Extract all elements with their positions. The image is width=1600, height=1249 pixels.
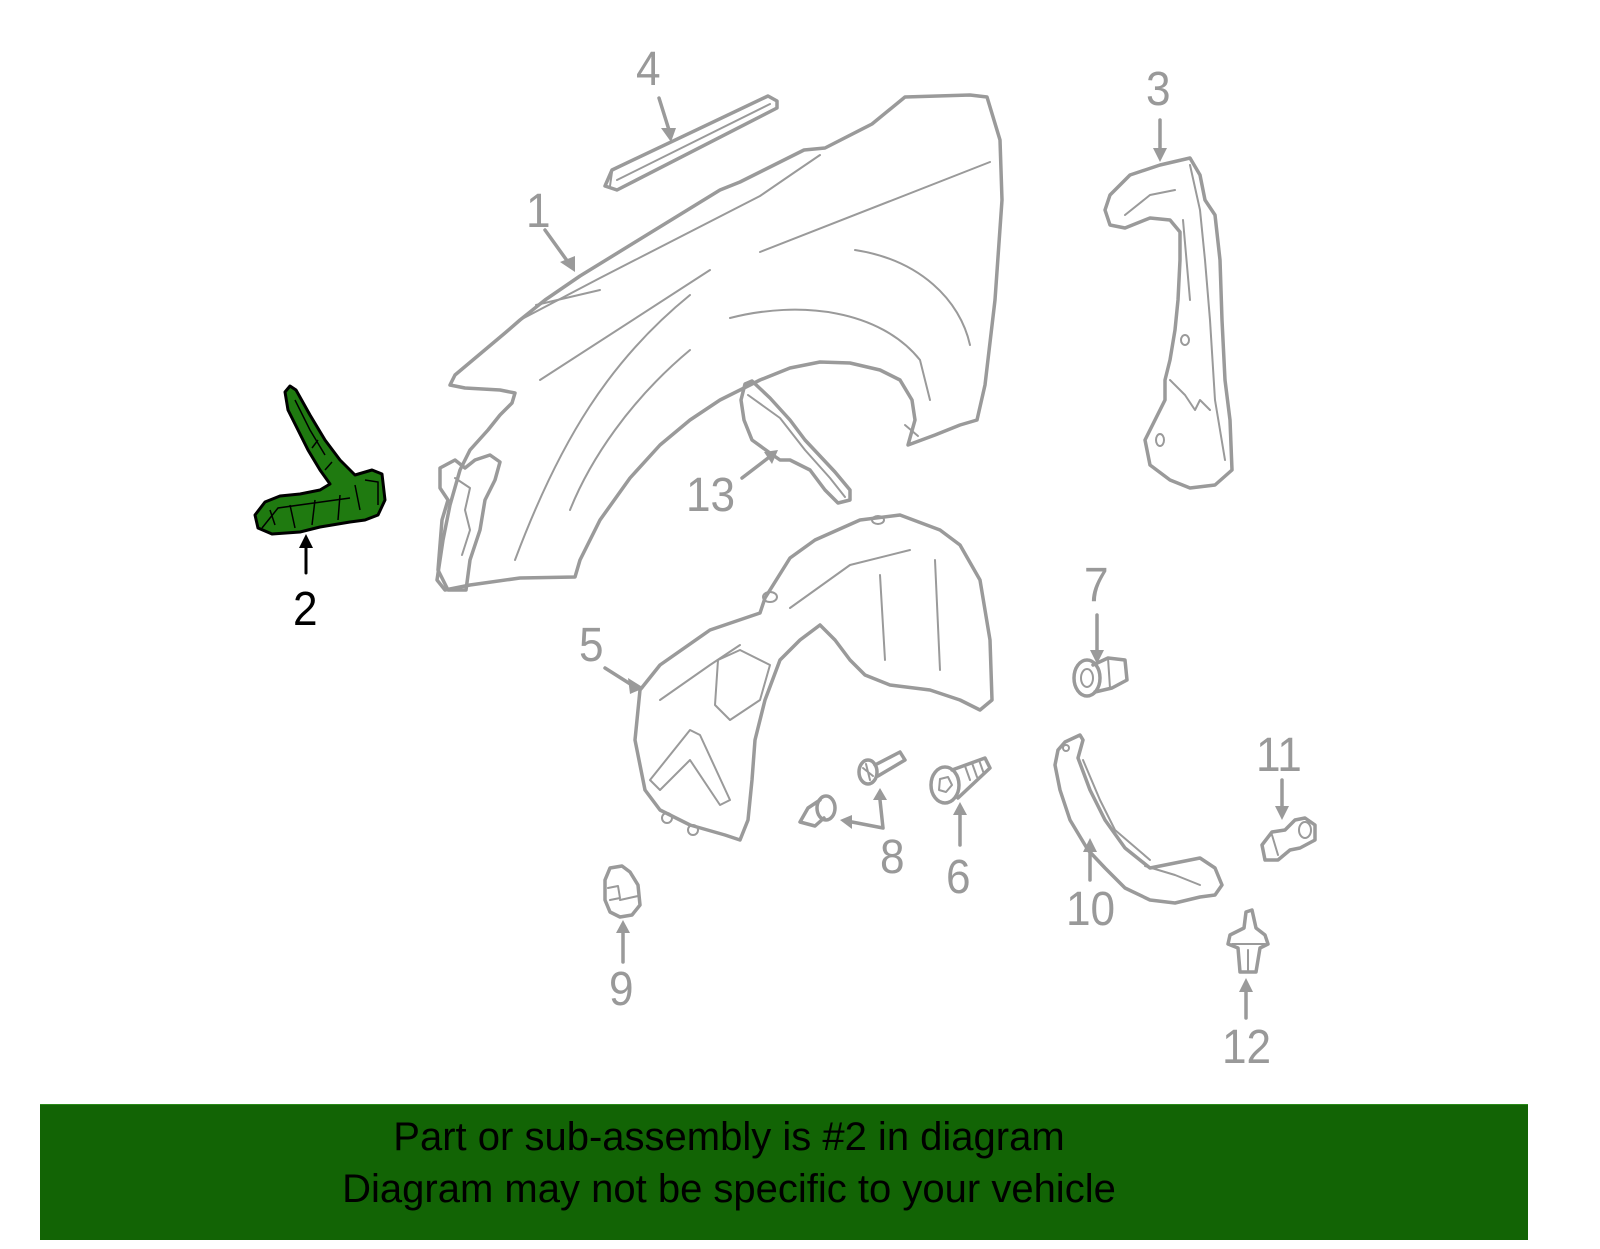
part-7-nut	[1072, 656, 1129, 698]
callout-4[interactable]: 4	[636, 43, 661, 96]
callout-1[interactable]: 1	[526, 185, 551, 238]
callout-13[interactable]: 13	[686, 469, 736, 522]
callout-2[interactable]: 2	[293, 583, 318, 636]
part-10-bracket	[1053, 733, 1224, 905]
part-4-moulding	[603, 94, 779, 192]
callout-9[interactable]: 9	[609, 963, 634, 1016]
callout-5[interactable]: 5	[579, 619, 604, 672]
callout-12[interactable]: 12	[1222, 1021, 1272, 1074]
part-12-retainer	[1226, 908, 1270, 974]
part-3-reinforcement	[1103, 156, 1234, 490]
part-1-fender	[435, 93, 1004, 592]
callout-3[interactable]: 3	[1146, 63, 1171, 116]
part-9-clip	[603, 864, 642, 919]
part-6-bolt	[929, 756, 992, 805]
callout-11[interactable]: 11	[1256, 729, 1302, 782]
part-13-shield	[739, 379, 852, 505]
callout-7[interactable]: 7	[1084, 559, 1109, 612]
part-2-highlighted-bracket	[253, 384, 387, 536]
callout-10[interactable]: 10	[1066, 883, 1116, 936]
callout-8[interactable]: 8	[880, 831, 905, 884]
info-banner: Part or sub-assembly is #2 in diagram Di…	[40, 1104, 1528, 1240]
parts-diagram: 1 2 3 4 5 6 7 8 9 10 11 12 13	[253, 43, 1317, 1074]
callout-6[interactable]: 6	[946, 851, 971, 904]
part-8-screws	[798, 750, 907, 830]
diagram-drawing	[253, 93, 1317, 1020]
part-11-pin	[1260, 816, 1317, 862]
banner-disclaimer: Diagram may not be specific to your vehi…	[342, 1167, 1116, 1211]
part-5-liner	[633, 513, 994, 842]
banner-part-note: Part or sub-assembly is #2 in diagram	[393, 1115, 1065, 1159]
